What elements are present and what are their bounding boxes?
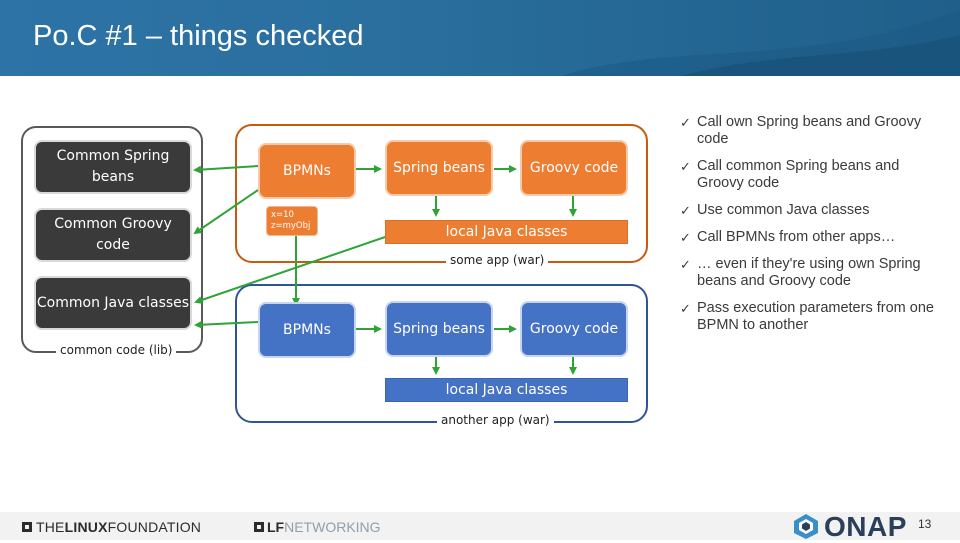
bullet-text: Call common Spring beans and Groovy code	[697, 158, 900, 191]
common-java-classes-box: Common Java classes	[34, 276, 192, 330]
some-app-local-java-bar: local Java classes	[385, 220, 628, 244]
some-app-spring-beans-box: Spring beans	[385, 140, 493, 196]
bullet-item: ✓ Call own Spring beans and Groovy code	[680, 114, 942, 148]
some-app-bpmns-box: BPMNs	[258, 143, 356, 199]
page-number: 13	[918, 517, 932, 531]
bullet-text: Use common Java classes	[697, 202, 870, 218]
lf-square-icon	[22, 522, 32, 532]
param-x: x=10	[271, 210, 294, 220]
lib-caption: common code (lib)	[56, 343, 177, 357]
bullet-item: ✓ Pass execution parameters from one BPMN…	[680, 300, 942, 334]
arrow-bpmn-to-common-spring	[193, 165, 259, 174]
bullet-item: ✓ Call common Spring beans and Groovy cod…	[680, 158, 942, 192]
another-app-spring-beans-box: Spring beans	[385, 301, 493, 357]
common-spring-beans-box: Common Spring beans	[34, 140, 192, 194]
check-icon: ✓	[680, 115, 691, 130]
bullet-text: Pass execution parameters from one BPMN …	[697, 300, 934, 333]
common-groovy-code-box: Common Groovy code	[34, 208, 192, 262]
checked-items-list: ✓ Call own Spring beans and Groovy code ✓…	[680, 114, 942, 344]
check-icon: ✓	[680, 257, 691, 272]
lfn-square-icon	[254, 522, 264, 532]
some-app-groovy-code-box: Groovy code	[520, 140, 628, 196]
bullet-text: Call BPMNs from other apps…	[697, 229, 896, 245]
arrow-bpmn2-to-common-java	[194, 320, 259, 329]
bullet-item: ✓ Use common Java classes	[680, 202, 942, 219]
bullet-item: ✓ … even if they're using own Spring bean…	[680, 256, 942, 290]
bullet-text: Call own Spring beans and Groovy code	[697, 114, 922, 147]
page-title: Po.C #1 – things checked	[33, 20, 364, 52]
bullet-item: ✓ Call BPMNs from other apps…	[680, 229, 942, 246]
check-icon: ✓	[680, 203, 691, 218]
some-app-caption: some app (war)	[446, 253, 549, 267]
onap-emblem-icon	[794, 514, 818, 539]
arrow-bpmn-to-common-groovy	[193, 189, 259, 235]
check-icon: ✓	[680, 301, 691, 316]
onap-wordmark: ONAP	[824, 511, 907, 542]
check-icon: ✓	[680, 159, 691, 174]
bullet-text: … even if they're using own Spring beans…	[697, 256, 921, 289]
header-wave-decoration	[560, 10, 960, 76]
onap-logo: ONAP	[790, 511, 920, 542]
another-app-bpmns-box: BPMNs	[258, 302, 356, 358]
some-app-container	[235, 124, 648, 263]
arrow-local-java-to-common-java	[194, 224, 421, 304]
another-app-local-java-bar: local Java classes	[385, 378, 628, 402]
another-app-caption: another app (war)	[437, 413, 554, 427]
param-z: z=myObj	[271, 221, 311, 231]
execution-params-box: x=10 z=myObj	[266, 206, 318, 236]
title-bar: Po.C #1 – things checked	[0, 0, 960, 76]
another-app-groovy-code-box: Groovy code	[520, 301, 628, 357]
check-icon: ✓	[680, 230, 691, 245]
